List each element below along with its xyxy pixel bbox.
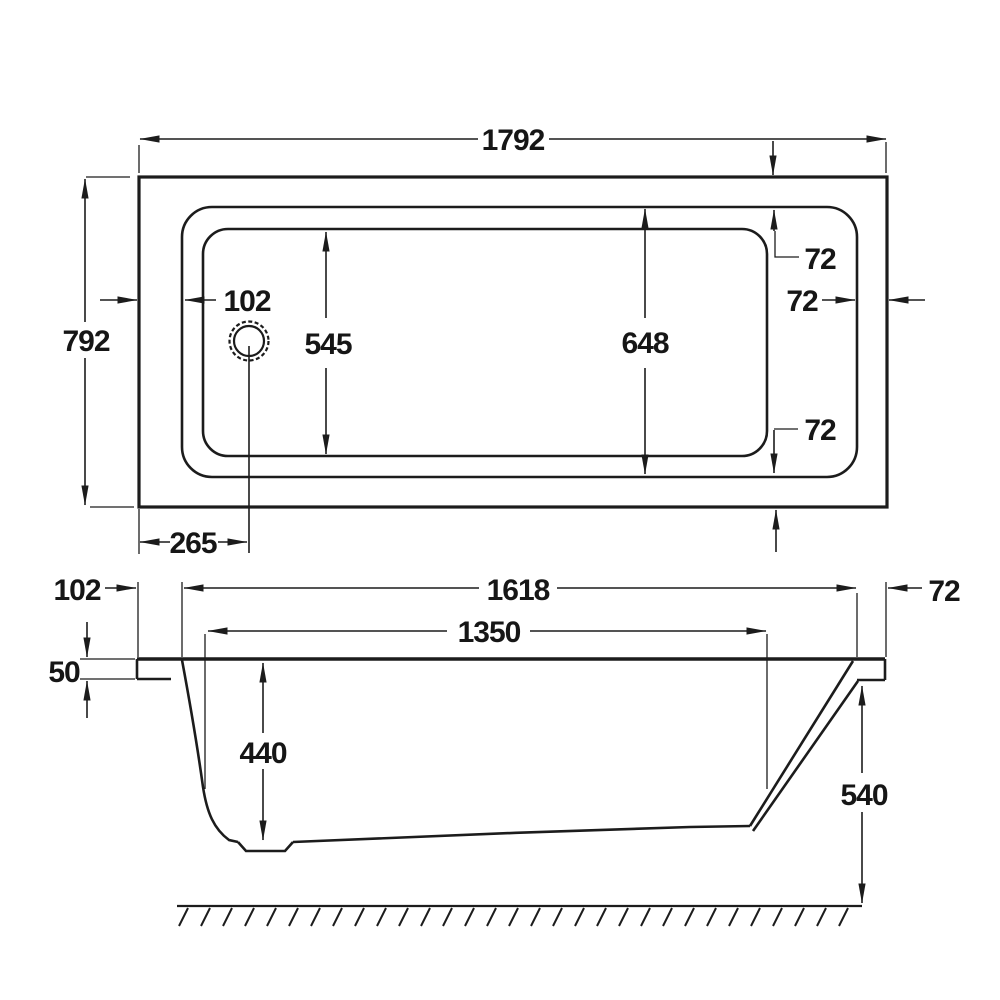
dim-label-well-depth: 440	[239, 737, 286, 770]
dim-label-drain-offset: 265	[169, 527, 216, 560]
plan-view: 1792 792 102 545 648 72 72 72 265	[62, 124, 925, 560]
dim-label-well-width: 545	[304, 328, 351, 361]
dim-label-floor-length: 1350	[458, 616, 521, 649]
side-tub-floor	[292, 824, 751, 844]
drain-outer-ring-icon	[228, 320, 270, 362]
plan-well-floor-edge	[201, 227, 769, 458]
ground-hatching	[178, 907, 849, 927]
plan-outer-edge	[137, 175, 889, 509]
dim-label-overall-length: 1792	[482, 124, 545, 157]
side-foot-end-slope-outer	[751, 680, 860, 832]
plan-rim-opening-edge	[180, 205, 859, 479]
side-foot-end-slope-inner	[748, 660, 855, 827]
leader-line	[774, 231, 799, 258]
dim-label-side-rim-foot: 72	[928, 575, 960, 608]
dim-label-rim-foot: 72	[786, 285, 818, 318]
dim-label-overall-width: 792	[62, 325, 109, 358]
dim-label-rim-head: 102	[223, 285, 270, 318]
dim-label-overall-height: 540	[840, 779, 887, 812]
dim-label-opening-width: 648	[621, 327, 668, 360]
side-head-end-wall	[180, 659, 239, 844]
dim-label-side-rim-head: 102	[53, 574, 100, 607]
dim-label-rim-bottom: 72	[804, 414, 836, 447]
dim-label-rim-top: 72	[804, 243, 836, 276]
side-drain-recess	[237, 841, 294, 853]
side-view: 102 1618 72 1350 50 440 540	[48, 574, 961, 927]
dim-label-opening-length: 1618	[487, 574, 550, 607]
dim-label-rim-thickness: 50	[48, 656, 80, 689]
